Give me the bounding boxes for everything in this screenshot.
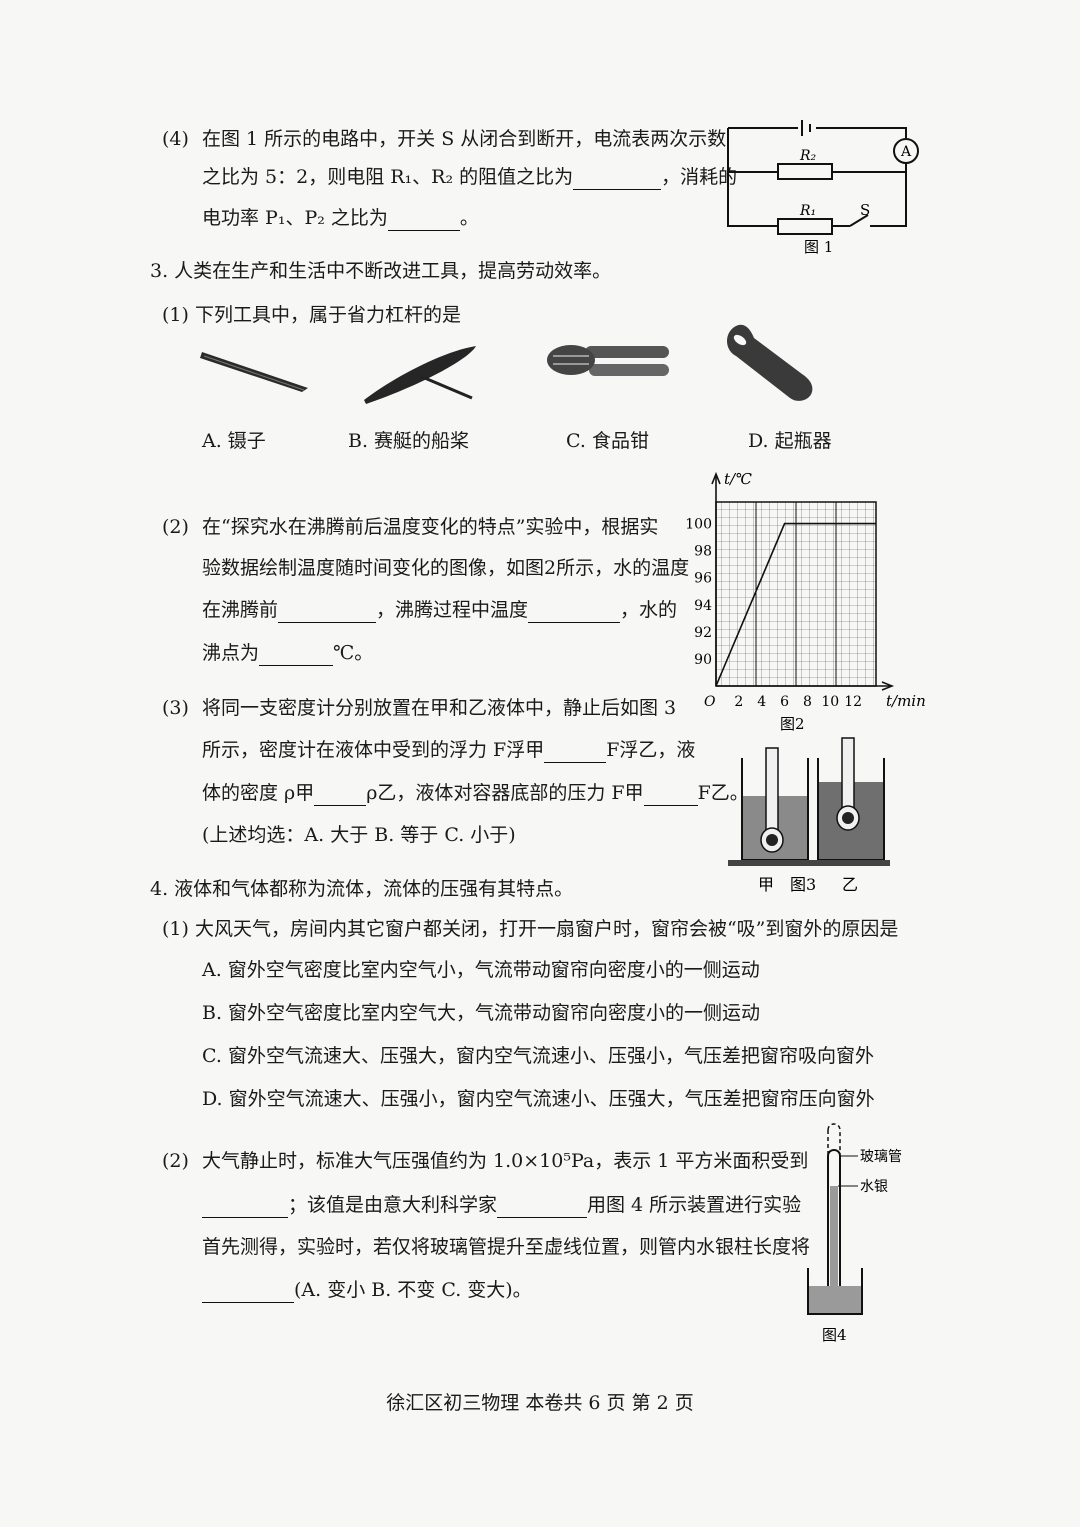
y-axis-arrow [711,471,721,485]
question-text: 首先测得，实验时，若仅将玻璃管提升至虚线位置，则管内水银柱长度将 [202,1236,811,1258]
answer-blank[interactable] [528,602,621,623]
question-text: (1) 下列工具中，属于省力杠杆的是 [162,304,461,326]
answer-blank[interactable] [202,1282,294,1303]
option-a: A. 镊子 [202,430,266,452]
mercury-label: 水银 [860,1179,888,1195]
option-c: C. 食品钳 [566,430,649,452]
circuit-diagram: A R₂ R₁ S 图 1 [727,120,919,256]
torricelli-apparatus: 玻璃管 水银 图4 [807,1123,902,1344]
answer-blank[interactable] [573,169,662,190]
figure-caption: 图4 [822,1326,847,1344]
question-text: 将同一支密度计分别放置在甲和乙液体中，静止后如图 3 [202,697,677,719]
answer-blank[interactable] [202,1197,288,1218]
glass-tube-label: 玻璃管 [860,1148,902,1165]
temperature-line [715,522,876,687]
x-tick-label: O [704,694,716,710]
y-tick-label: 98 [694,544,712,560]
answer-blank[interactable] [544,742,607,763]
resistor-r1-label: R₁ [799,203,816,219]
x-tick-label: 8 [803,694,812,710]
ammeter-label: A [900,144,912,160]
y-tick-label: 96 [694,571,712,587]
option-c: C. 窗外空气流速大、压强大，窗内空气流速小、压强小，气压差把窗帘吸向窗外 [202,1045,874,1067]
answer-blank[interactable] [643,785,698,806]
answer-blank[interactable] [314,785,367,806]
switch-label: S [860,201,870,219]
x-tick-label: 4 [757,694,766,710]
question-number: (4) [162,128,189,150]
question-text: ；该值是由意大利科学家用图 4 所示装置进行实验 [202,1192,801,1218]
x-tick-label: 2 [734,694,743,710]
question-text: (A. 变小 B. 不变 C. 变大)。 [202,1277,532,1303]
question-text: (1) 大风天气，房间内其它窗户都关闭，打开一扇窗户时，窗帘会被“吸”到窗外的原… [162,918,899,940]
x-axis-label: t/min [886,692,926,710]
x-tick-label: 6 [780,694,789,710]
option-d: D. 窗外空气流速大、压强小，窗内空气流速小、压强大，气压差把窗帘压向窗外 [202,1088,875,1110]
x-axis-arrow [881,681,895,691]
y-axis-label: t/℃ [724,470,752,488]
question-text: 电功率 P₁、P₂ 之比为。 [202,207,479,231]
figure-caption: 图2 [780,715,805,733]
figure-caption: 图3 [790,875,816,894]
y-tick-label: 90 [694,652,712,668]
question-heading: 4. 液体和气体都称为流体，流体的压强有其特点。 [150,878,574,900]
question-text: 在沸腾前，沸腾过程中温度，水的 [202,599,678,623]
answer-blank[interactable] [278,602,377,623]
question-text: 在图 1 所示的电路中，开关 S 从闭合到断开，电流表两次示数 [202,128,727,150]
page-footer: 徐汇区初三物理 本卷共 6 页 第 2 页 [386,1392,694,1414]
question-text: 之比为 5：2，则电阻 R₁、R₂ 的阻值之比为，消耗的 [202,166,738,190]
question-text: 沸点为℃。 [202,642,374,666]
resistor-r2-label: R₂ [799,148,817,164]
answer-blank[interactable] [259,645,334,666]
question-number: (2) [162,516,189,538]
figure-caption: 图 1 [804,238,833,256]
oar-image [364,346,476,404]
bottle-opener-image [727,324,813,401]
answer-blank[interactable] [387,210,460,231]
hydrometer-figure: 甲 图3 乙 [728,737,890,894]
tweezers-image [200,352,308,392]
question-text: (上述均选：A. 大于 B. 等于 C. 小于) [202,824,516,846]
y-tick-label: 100 [685,517,712,533]
option-a: A. 窗外空气密度比室内空气小，气流带动窗帘向密度小的一侧运动 [202,959,760,981]
question-number: (3) [162,697,189,719]
option-d: D. 起瓶器 [748,430,832,452]
liquid-jia-label: 甲 [758,875,774,894]
answer-blank[interactable] [497,1197,588,1218]
question-text: 验数据绘制温度随时间变化的图像，如图2所示，水的温度 [202,557,690,579]
question-number: (2) [162,1150,189,1172]
question-text: 在“探究水在沸腾前后温度变化的特点”实验中，根据实 [202,516,659,538]
food-tongs-image [547,345,669,376]
x-tick-label: 10 [821,694,839,710]
y-tick-label: 94 [694,598,712,614]
y-tick-label: 92 [694,625,712,641]
liquid-yi-label: 乙 [842,875,858,894]
option-b: B. 赛艇的船桨 [348,430,470,452]
option-b: B. 窗外空气密度比室内空气大，气流带动窗帘向密度小的一侧运动 [202,1002,761,1024]
question-text: 大气静止时，标准大气压强值约为 1.0×10⁵Pa，表示 1 平方米面积受到 [202,1150,809,1172]
x-tick-label: 12 [844,694,862,710]
question-heading: 3. 人类在生产和生活中不断改进工具，提高劳动效率。 [150,260,612,282]
